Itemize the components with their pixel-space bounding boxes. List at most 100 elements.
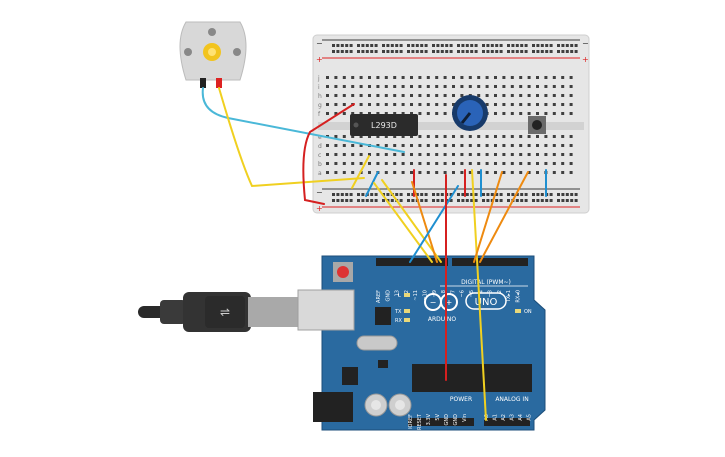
breadboard-hole[interactable] (359, 153, 363, 156)
breadboard-hole[interactable] (326, 162, 329, 165)
dc-motor[interactable] (179, 21, 247, 88)
breadboard-hole[interactable] (443, 85, 447, 88)
breadboard-hole[interactable] (368, 85, 371, 88)
breadboard-hole[interactable] (474, 199, 478, 202)
breadboard-hole[interactable] (368, 162, 371, 165)
breadboard-hole[interactable] (552, 171, 556, 174)
breadboard-hole[interactable] (494, 171, 497, 174)
breadboard-hole[interactable] (443, 76, 447, 79)
breadboard-hole[interactable] (561, 44, 565, 47)
breadboard-hole[interactable] (544, 162, 548, 165)
breadboard-hole[interactable] (569, 171, 573, 174)
breadboard-hole[interactable] (445, 44, 449, 47)
breadboard-hole[interactable] (524, 193, 528, 196)
breadboard-hole[interactable] (457, 193, 460, 196)
breadboard-hole[interactable] (435, 162, 439, 165)
breadboard-hole[interactable] (536, 103, 539, 106)
breadboard-hole[interactable] (510, 76, 514, 79)
breadboard-hole[interactable] (443, 162, 447, 165)
breadboard-hole[interactable] (545, 50, 549, 53)
breadboard-hole[interactable] (351, 135, 355, 138)
breadboard-hole[interactable] (540, 50, 544, 53)
breadboard-hole[interactable] (540, 193, 544, 196)
wire-orange-to-pin-5[interactable] (479, 171, 529, 263)
breadboard-hole[interactable] (432, 199, 435, 202)
breadboard-hole[interactable] (443, 112, 447, 115)
breadboard-hole[interactable] (407, 199, 410, 202)
breadboard-hole[interactable] (515, 44, 519, 47)
breadboard-hole[interactable] (507, 50, 510, 53)
breadboard-hole[interactable] (334, 144, 338, 147)
breadboard-hole[interactable] (326, 112, 329, 115)
breadboard-hole[interactable] (440, 50, 444, 53)
breadboard-hole[interactable] (349, 199, 353, 202)
breadboard-hole[interactable] (544, 144, 548, 147)
breadboard-hole[interactable] (357, 50, 360, 53)
breadboard-hole[interactable] (374, 44, 378, 47)
breadboard-hole[interactable] (410, 135, 413, 138)
breadboard-hole[interactable] (499, 50, 503, 53)
breadboard-hole[interactable] (340, 44, 344, 47)
breadboard-hole[interactable] (390, 44, 394, 47)
breadboard-hole[interactable] (445, 50, 449, 53)
breadboard-hole[interactable] (536, 162, 539, 165)
breadboard-hole[interactable] (474, 193, 478, 196)
breadboard-hole[interactable] (399, 199, 403, 202)
breadboard-hole[interactable] (410, 76, 413, 79)
breadboard-hole[interactable] (490, 44, 494, 47)
breadboard-hole[interactable] (465, 50, 469, 53)
breadboard-hole[interactable] (420, 199, 424, 202)
breadboard-hole[interactable] (470, 199, 474, 202)
breadboard-hole[interactable] (460, 94, 464, 97)
breadboard-hole[interactable] (536, 94, 539, 97)
breadboard-hole[interactable] (349, 50, 353, 53)
power-header[interactable] (408, 418, 474, 426)
breadboard-hole[interactable] (435, 94, 439, 97)
breadboard-hole[interactable] (401, 171, 405, 174)
breadboard-hole[interactable] (440, 199, 444, 202)
breadboard-hole[interactable] (536, 112, 539, 115)
breadboard-hole[interactable] (440, 44, 444, 47)
breadboard-hole[interactable] (552, 103, 556, 106)
breadboard-hole[interactable] (495, 199, 499, 202)
breadboard-hole[interactable] (390, 199, 394, 202)
breadboard-hole[interactable] (544, 103, 548, 106)
breadboard-hole[interactable] (499, 44, 503, 47)
breadboard-hole[interactable] (382, 50, 385, 53)
breadboard-hole[interactable] (552, 153, 556, 156)
breadboard-hole[interactable] (449, 50, 453, 53)
usb-socket[interactable] (297, 289, 355, 331)
breadboard-hole[interactable] (384, 144, 388, 147)
breadboard-hole[interactable] (384, 112, 388, 115)
breadboard-hole[interactable] (426, 94, 430, 97)
breadboard-hole[interactable] (468, 162, 472, 165)
breadboard-hole[interactable] (376, 103, 380, 106)
breadboard-hole[interactable] (393, 112, 397, 115)
breadboard-hole[interactable] (468, 171, 472, 174)
breadboard-hole[interactable] (410, 153, 413, 156)
breadboard-hole[interactable] (569, 135, 573, 138)
breadboard-hole[interactable] (426, 153, 430, 156)
breadboard-hole[interactable] (326, 144, 329, 147)
breadboard-hole[interactable] (460, 171, 464, 174)
breadboard-hole[interactable] (342, 94, 346, 97)
breadboard-hole[interactable] (452, 144, 455, 147)
breadboard-hole[interactable] (435, 103, 439, 106)
breadboard-hole[interactable] (418, 162, 422, 165)
breadboard-hole[interactable] (342, 103, 346, 106)
breadboard-hole[interactable] (418, 112, 422, 115)
breadboard-hole[interactable] (368, 112, 371, 115)
breadboard-hole[interactable] (549, 199, 553, 202)
breadboard-hole[interactable] (334, 135, 338, 138)
breadboard-hole[interactable] (511, 193, 515, 196)
breadboard-hole[interactable] (536, 199, 540, 202)
breadboard-hole[interactable] (359, 76, 363, 79)
breadboard-hole[interactable] (532, 44, 535, 47)
breadboard-hole[interactable] (494, 144, 497, 147)
breadboard-hole[interactable] (384, 94, 388, 97)
breadboard-hole[interactable] (351, 85, 355, 88)
breadboard-hole[interactable] (532, 50, 535, 53)
l293d-chip[interactable]: L293D (350, 114, 418, 136)
breadboard-hole[interactable] (393, 76, 397, 79)
breadboard-hole[interactable] (452, 103, 455, 106)
